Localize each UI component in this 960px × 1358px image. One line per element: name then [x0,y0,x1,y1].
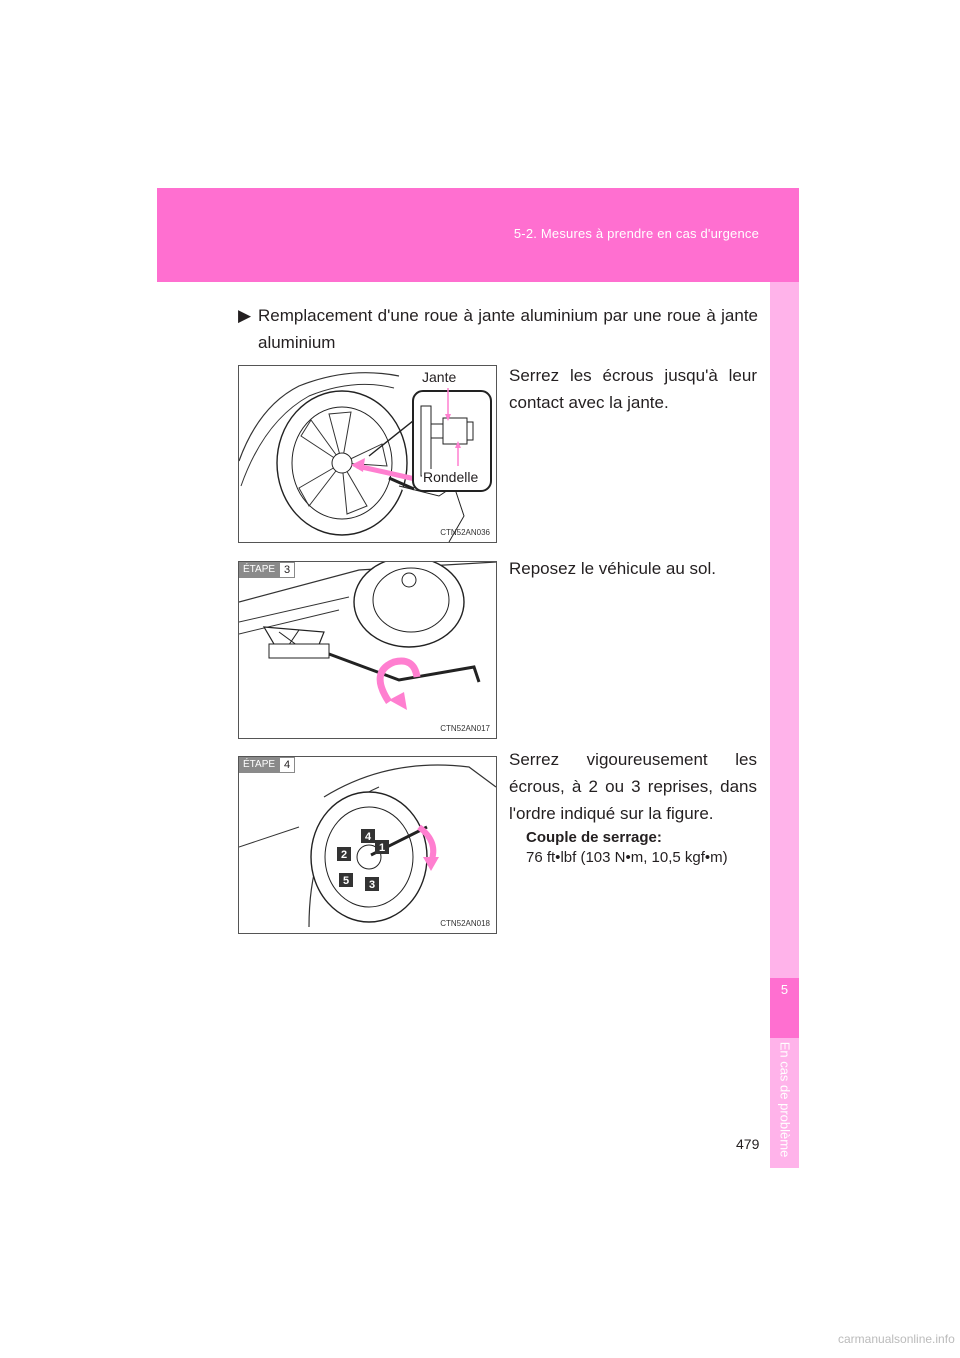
paragraph-tighten-order: Serrez vigoureusement les écrous, à 2 ou… [509,750,757,823]
rim-label: Jante [421,369,458,385]
nut-order-2: 2 [341,849,347,861]
section-title: 5-2. Mesures à prendre en cas d'urgence [513,226,759,241]
step-tag: ÉTAPE 4 [239,757,296,773]
nut-order-4: 4 [365,831,372,843]
page-number: 479 [736,1136,760,1152]
step-number: 3 [279,562,296,578]
step-tag-label: ÉTAPE [239,562,280,578]
figure-lower-vehicle: ÉTAPE 3 CTN52AN017 [238,561,497,739]
torque-spec: Couple de serrage: 76 ft•lbf (103 N•m, 1… [526,828,766,868]
paragraph-tighten-contact: Serrez les écrous jusqu'à leur contact a… [509,366,757,412]
nut-order-3: 3 [369,879,375,891]
intro-text: Remplacement d'une roue à jante aluminiu… [258,306,758,352]
bullet-arrow-icon: ▶ [238,306,252,325]
figure-tighten-nuts-contact: Jante Rondelle CTN52AN036 [238,365,497,543]
chapter-side-strip: 5 En cas de problème [770,282,799,1168]
chapter-number: 5 [780,982,789,997]
nut-order-1: 1 [379,842,385,854]
step-number: 4 [279,757,296,773]
wheel-nut-illustration [239,372,492,542]
washer-label: Rondelle [422,469,480,485]
chapter-tab-active[interactable] [770,978,799,1038]
jack-lowering-illustration [239,562,496,710]
intro-bullet: ▶ Remplacement d'une roue à jante alumin… [238,302,758,356]
figure-code: CTN52AN017 [440,724,490,733]
nut-tightening-order-illustration: 1 2 3 4 5 [239,764,496,928]
figure-code: CTN52AN036 [440,528,490,537]
torque-title: Couple de serrage: [526,829,662,846]
nut-order-5: 5 [343,875,349,887]
step-tag-label: ÉTAPE [239,757,280,773]
paragraph-lower-vehicle: Reposez le véhicule au sol. [509,559,716,578]
figure-code: CTN52AN018 [440,919,490,928]
step-tag: ÉTAPE 3 [239,562,296,578]
watermark: carmanualsonline.info [838,1332,955,1346]
figure-tighten-order: 1 2 3 4 5 ÉTAPE 4 CTN52AN018 [238,756,497,934]
torque-value: 76 ft•lbf (103 N•m, 10,5 kgf•m) [526,849,728,866]
chapter-label: En cas de problème [777,1041,793,1158]
chapter-header: 5-2. Mesures à prendre en cas d'urgence [157,188,799,282]
